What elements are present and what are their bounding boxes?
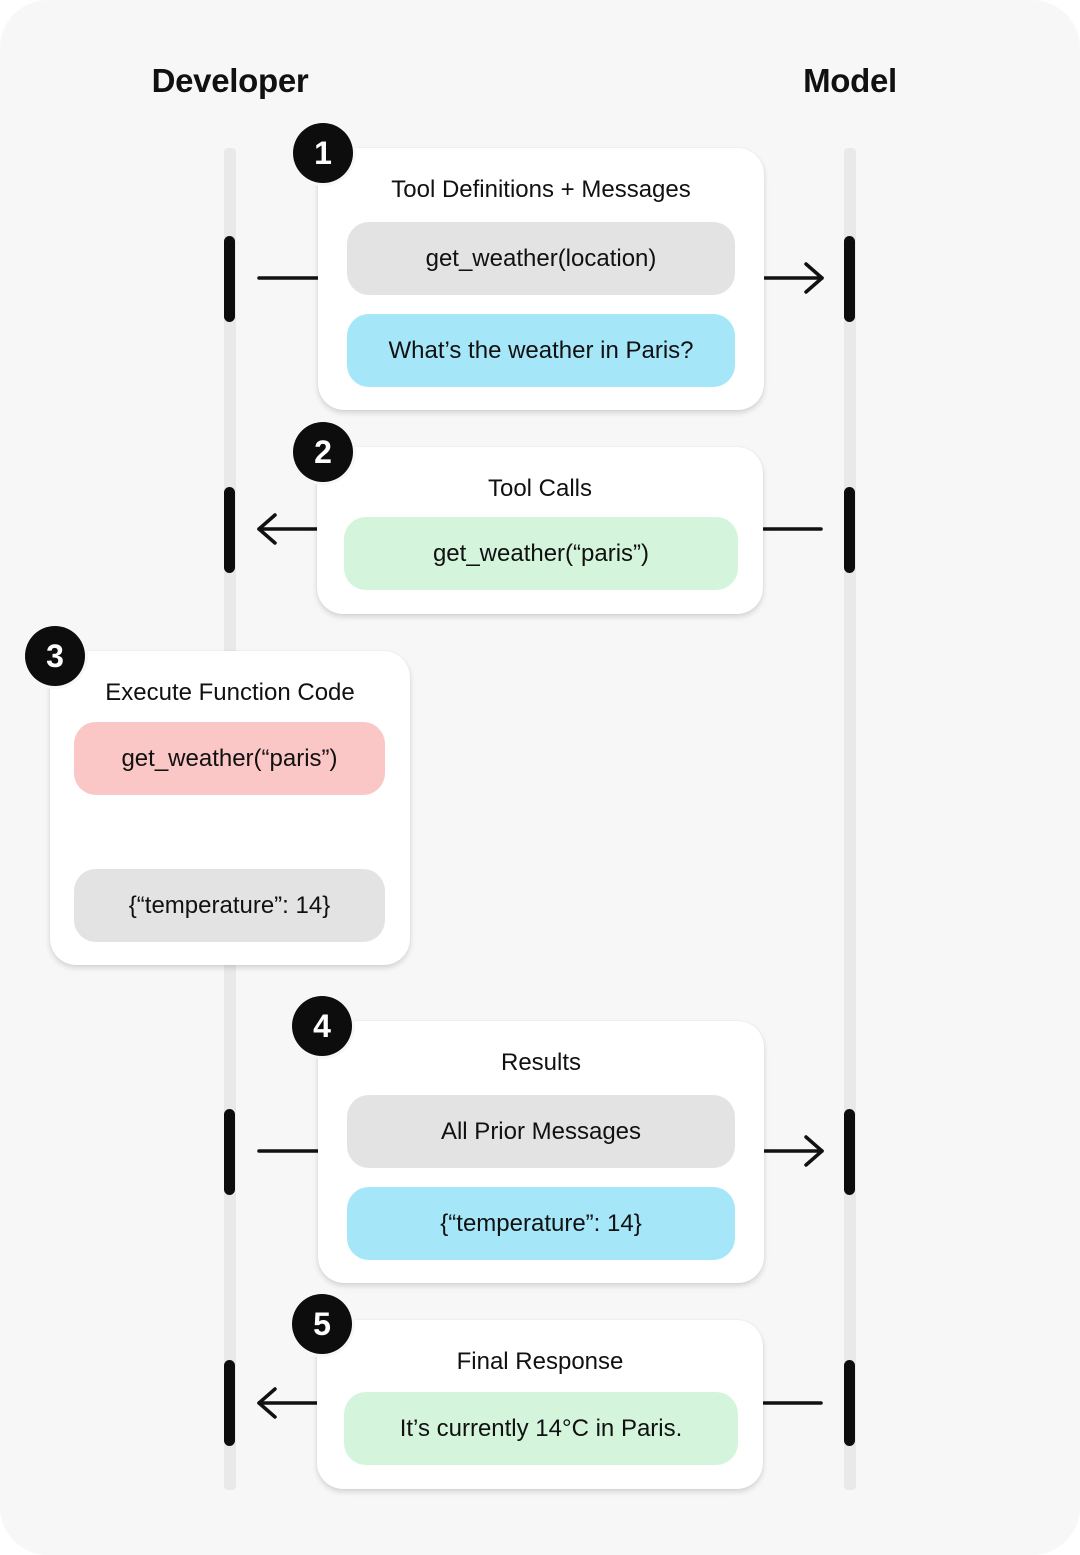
developer-label: Developer <box>151 62 309 99</box>
step-3-title: Execute Function Code <box>105 679 355 706</box>
step-4-prior-messages-pill: All Prior Messages <box>347 1095 735 1168</box>
step-3-function-call-pill: get_weather(“paris”) <box>74 722 385 795</box>
step-5-card: Final Response It’s currently 14°C in Pa… <box>317 1320 763 1489</box>
developer-tick-step-2 <box>224 487 235 573</box>
step-2-badge: 2 <box>293 422 353 482</box>
step-5-badge: 5 <box>292 1294 352 1354</box>
step-1-badge: 1 <box>293 123 353 183</box>
developer-tick-step-5 <box>224 1360 235 1446</box>
model-tick-step-2 <box>844 487 855 573</box>
step-4-title: Results <box>500 1049 582 1076</box>
developer-tick-step-4 <box>224 1109 235 1195</box>
model-tick-step-1 <box>844 236 855 322</box>
step-4-arrowhead-right <box>804 1135 824 1167</box>
step-1-title: Tool Definitions + Messages <box>391 176 691 203</box>
step-5-title: Final Response <box>456 1348 624 1375</box>
step-5-arrowhead-left <box>257 1387 277 1419</box>
step-4-card: Results All Prior Messages {“temperature… <box>318 1021 764 1283</box>
step-3-badge: 3 <box>25 626 85 686</box>
step-1-arrowhead-right <box>804 262 824 294</box>
step-2-card: Tool Calls get_weather(“paris”) <box>317 447 763 614</box>
step-3-card: Execute Function Code get_weather(“paris… <box>50 651 410 965</box>
step-3-function-result-pill: {“temperature”: 14} <box>74 869 385 942</box>
step-5-final-response-pill: It’s currently 14°C in Paris. <box>344 1392 738 1465</box>
model-label: Model <box>803 62 897 99</box>
step-4-result-pill: {“temperature”: 14} <box>347 1187 735 1260</box>
model-tick-step-4 <box>844 1109 855 1195</box>
step-1-user-message-pill: What’s the weather in Paris? <box>347 314 735 387</box>
step-2-tool-call-pill: get_weather(“paris”) <box>344 517 738 590</box>
step-2-arrowhead-left <box>257 513 277 545</box>
step-1-card: Tool Definitions + Messages get_weather(… <box>318 148 764 410</box>
step-4-badge: 4 <box>292 996 352 1056</box>
step-1-tool-definition-pill: get_weather(location) <box>347 222 735 295</box>
developer-tick-step-1 <box>224 236 235 322</box>
step-2-title: Tool Calls <box>487 475 593 502</box>
model-tick-step-5 <box>844 1360 855 1446</box>
